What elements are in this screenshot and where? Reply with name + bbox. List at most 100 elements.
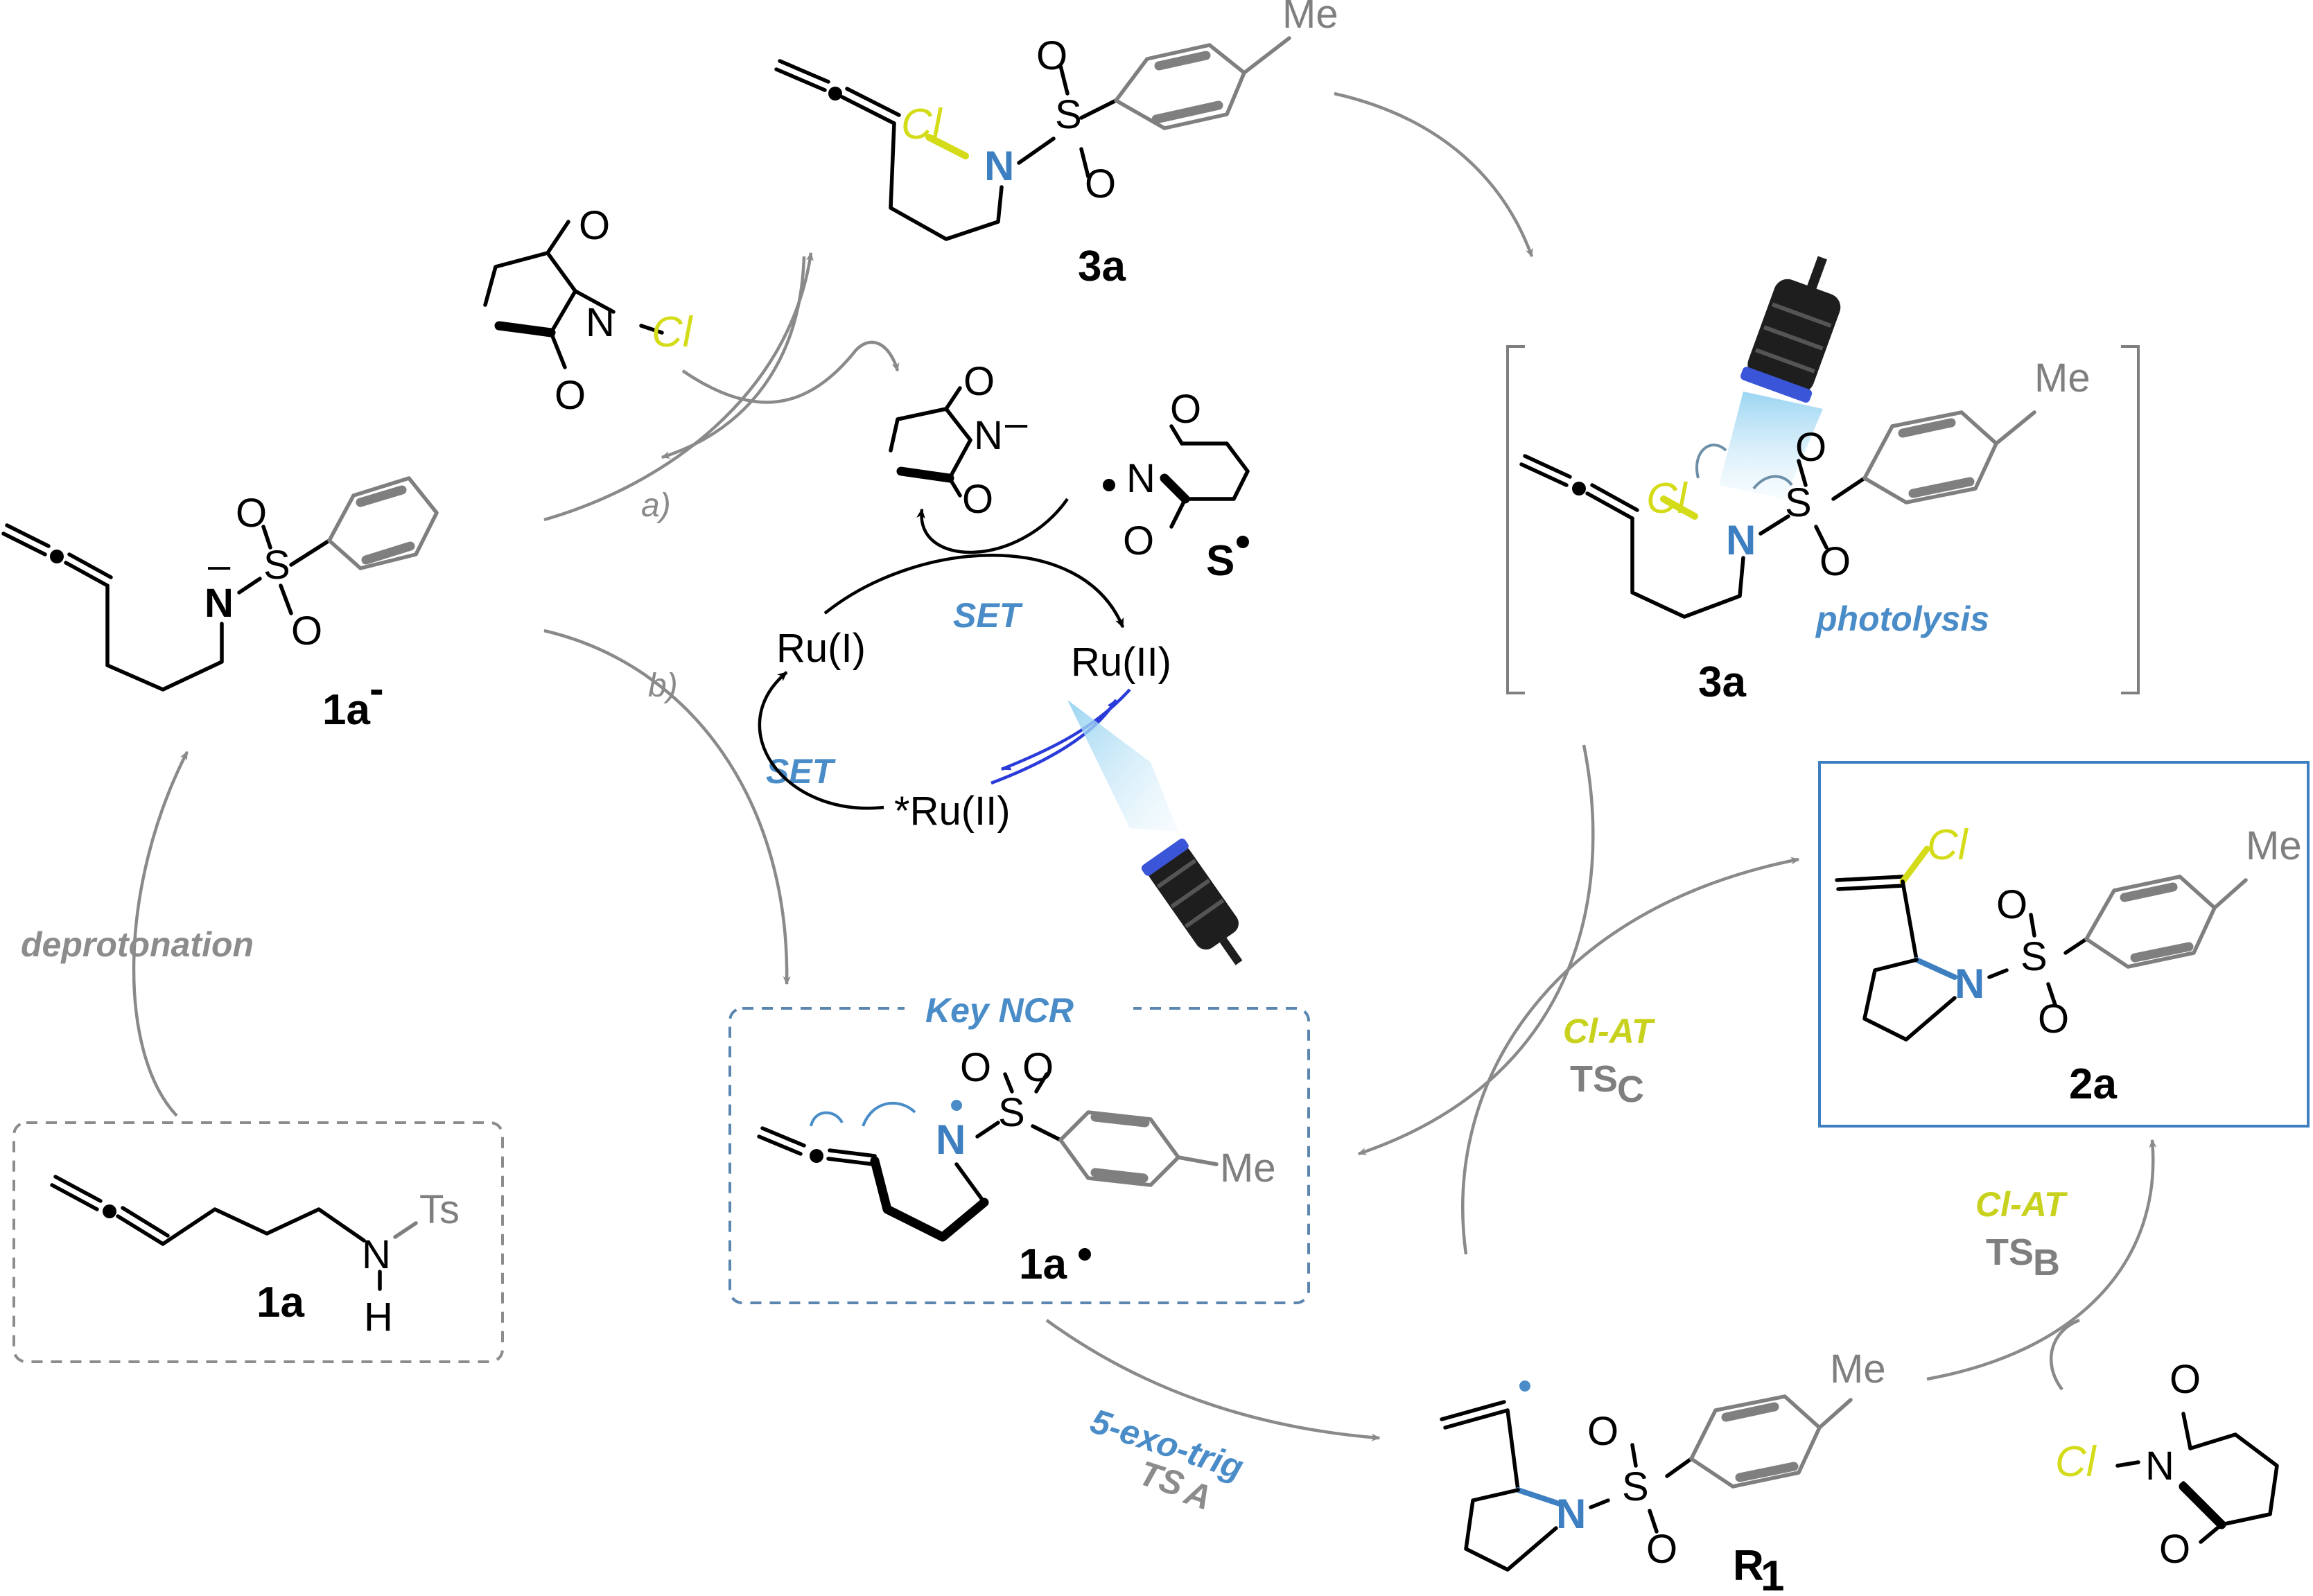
sulfur-label: S [1622, 1464, 1649, 1509]
compound-label-R1: R [1733, 1542, 1764, 1590]
sulfur-label: S [998, 1090, 1025, 1135]
allene-center-dot [828, 87, 842, 100]
electron-arrow [862, 1102, 916, 1127]
compound-label-1a-radical: 1a [1019, 1240, 1067, 1288]
oxygen-label: O [963, 359, 995, 404]
to-photolysis-arrow [1334, 91, 1534, 258]
succinimide-anion: O N – O [889, 359, 1028, 522]
allene-center-dot [1572, 482, 1586, 496]
ncs-join-arrow [2050, 1318, 2080, 1391]
ru-ii-excited-label: *Ru(II) [894, 789, 1011, 834]
set-label-top: SET [953, 596, 1024, 635]
deprotonation-label: deprotonation [21, 925, 254, 964]
compound-label-1a-anion: 1a [322, 686, 370, 734]
key-ncr-label: Key NCR [925, 991, 1074, 1030]
compound-1a-radical: N S O O Me 1a [757, 1045, 1276, 1288]
oxygen-label: O [1646, 1527, 1677, 1572]
photolysis-to-radical-arrow [1357, 744, 1595, 1156]
electron-arrow [1695, 444, 1727, 479]
minus-sign: – [208, 543, 231, 588]
ts-b-sub: B [2033, 1242, 2060, 1283]
chlorine-label: Cl [1927, 821, 1969, 869]
step-b-arrow [543, 629, 791, 985]
flashlight-icon [1067, 700, 1243, 965]
step-a-arrow-down [661, 256, 806, 459]
radical-dot-icon [1079, 1248, 1091, 1261]
oxygen-label: O [1170, 387, 1201, 432]
sulfur-label: S [263, 543, 290, 588]
ru-i-label: Ru(I) [776, 626, 866, 671]
key-ncr-label-bg [905, 991, 1133, 1029]
oxygen-label: O [2159, 1527, 2190, 1572]
nitrogen-label: N [974, 413, 1003, 458]
oxygen-label: O [1123, 518, 1154, 563]
clat-c-label: Cl-AT [1563, 1012, 1656, 1051]
oxygen-label: O [1036, 33, 1067, 78]
clat-b-label: Cl-AT [1975, 1185, 2068, 1224]
tosyl-label: Ts [419, 1187, 460, 1232]
oxygen-label: O [579, 203, 610, 248]
oxygen-label: O [555, 373, 586, 418]
ts-b-label: TS [1986, 1231, 2034, 1273]
ruthenium-cycle: Ru(I) Ru(II) *Ru(II) SET SET [758, 498, 1171, 834]
ncs-reagent-bottom: Cl N O O [2055, 1357, 2279, 1572]
nitrogen-label: N [1556, 1491, 1586, 1537]
ru-reduction-arrow [758, 671, 884, 810]
oxygen-label: O [962, 477, 993, 522]
sulfur-label: S [2020, 934, 2048, 979]
compound-label-1a: 1a [256, 1279, 304, 1326]
allene-center-dot [103, 1204, 116, 1218]
nitrogen-label: N [586, 300, 615, 345]
radical-dot-icon [1237, 536, 1249, 548]
compound-label-2a: 2a [2069, 1060, 2117, 1108]
ncs-reagent-top: O N O Cl [483, 203, 694, 418]
methyl-label: Me [2246, 823, 2302, 868]
methyl-label: Me [1830, 1347, 1886, 1392]
chlorine-label: Cl [1646, 475, 1688, 523]
light-beam [1719, 392, 1823, 499]
radical-dot-icon [1103, 479, 1115, 491]
bracket-left [1506, 345, 1525, 694]
compound-label-3a: 3a [1078, 243, 1126, 290]
excitation-arrow [1000, 688, 1131, 771]
nitrogen-label: N [204, 581, 234, 626]
nitrogen-label: N [2145, 1444, 2174, 1489]
oxygen-label: O [291, 608, 322, 654]
oxygen-label: O [1795, 425, 1826, 470]
compound-3a-top: Cl N S O O Me 3a [774, 0, 1338, 290]
nitrogen-label: N [936, 1116, 966, 1163]
nitrogen-label: N [362, 1232, 391, 1277]
light-beam [1067, 700, 1178, 832]
allene-center-dot [810, 1149, 823, 1163]
nitrogen-label: N [984, 143, 1014, 189]
methyl-label: Me [1220, 1146, 1276, 1191]
nitrogen-label: N [1726, 517, 1756, 563]
electron-arrow [810, 1111, 844, 1127]
clat-c-arrow [1461, 857, 1800, 1255]
compound-label-3a-bracket: 3a [1698, 658, 1746, 706]
ncs-consumption-arrow [681, 340, 900, 404]
radical-dot-icon [951, 1100, 962, 1111]
compound-1a-anion: N – S O O 1a - [1, 476, 439, 734]
compound-1a: N Ts H 1a [50, 1175, 460, 1340]
nitrogen-label: N [1126, 456, 1155, 501]
compound-R1: N S O O Me R 1 [1440, 1347, 1886, 1596]
hydrogen-label: H [364, 1295, 393, 1340]
ru-oxidation-arrow [823, 554, 1125, 629]
compound-label-S: S [1206, 537, 1234, 585]
oxygen-label: O [1819, 539, 1851, 584]
oxygen-label: O [2170, 1357, 2201, 1402]
compound-label-R1-sub: 1 [1761, 1552, 1784, 1596]
oxygen-label: O [1085, 161, 1116, 207]
oxygen-label: O [2038, 997, 2069, 1042]
relaxation-arrow [990, 699, 1117, 785]
chlorine-label: Cl [652, 308, 694, 356]
ts-c-label: TS [1570, 1058, 1618, 1100]
sulfur-label: S [1055, 92, 1082, 137]
allene-center-dot [50, 550, 64, 563]
step-a-label: a) [641, 487, 671, 524]
cyclization-arrow [1045, 1319, 1381, 1441]
electron-arrow [1752, 475, 1793, 490]
starting-material-box [12, 1121, 504, 1363]
